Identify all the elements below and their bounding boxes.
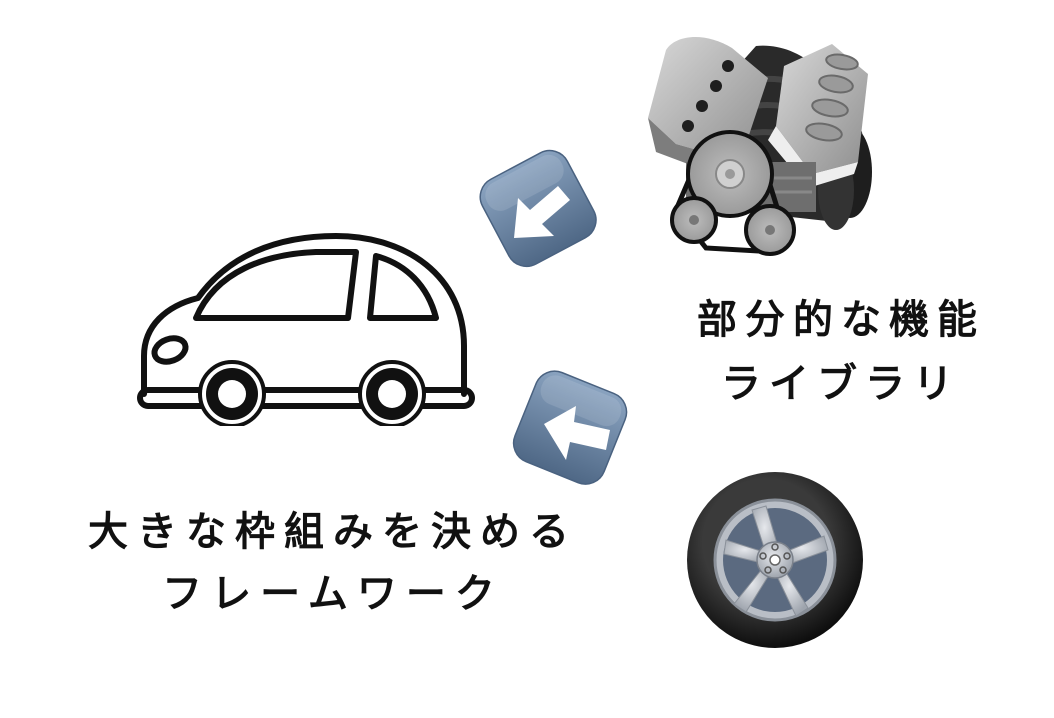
arrow-left-icon (506, 366, 636, 490)
library-subtitle: ライブラリ (721, 361, 961, 407)
car-outline-icon (136, 226, 476, 426)
framework-subtitle: フレームワーク (162, 571, 504, 617)
framework-title: 大きな枠組みを決める (88, 509, 578, 555)
engine-icon (636, 22, 880, 258)
library-title: 部分的な機能 (697, 297, 985, 343)
arrow-left-down-icon (474, 146, 604, 270)
tire-icon (680, 466, 870, 652)
